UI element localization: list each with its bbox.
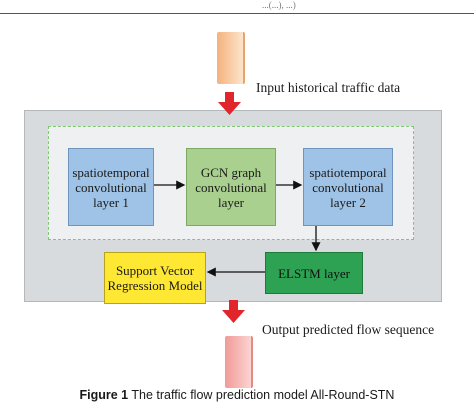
page-header-fragment: ...(...), ...) — [262, 0, 296, 10]
input-data-block — [217, 32, 245, 84]
figure-caption-text: The traffic flow prediction model All-Ro… — [131, 388, 395, 402]
output-flow-arrow — [222, 300, 245, 323]
output-data-block — [225, 336, 253, 388]
output-label: Output predicted flow sequence — [262, 322, 435, 337]
page-top-rule — [0, 13, 474, 14]
spatiotemporal-conv-layer-2: spatiotemporal convolutional layer 2 — [303, 148, 393, 226]
figure-number: Figure 1 — [79, 388, 129, 402]
spatiotemporal-conv-layer-1: spatiotemporal convolutional layer 1 — [68, 148, 154, 226]
input-label: Input historical traffic data — [256, 80, 401, 95]
elstm-layer: ELSTM layer — [265, 252, 363, 294]
input-flow-arrow — [218, 92, 241, 115]
figure-caption: Figure 1 The traffic flow prediction mod… — [0, 388, 474, 402]
support-vector-regression-model: Support Vector Regression Model — [104, 252, 206, 304]
gcn-graph-conv-layer: GCN graph convolutional layer — [186, 148, 276, 226]
